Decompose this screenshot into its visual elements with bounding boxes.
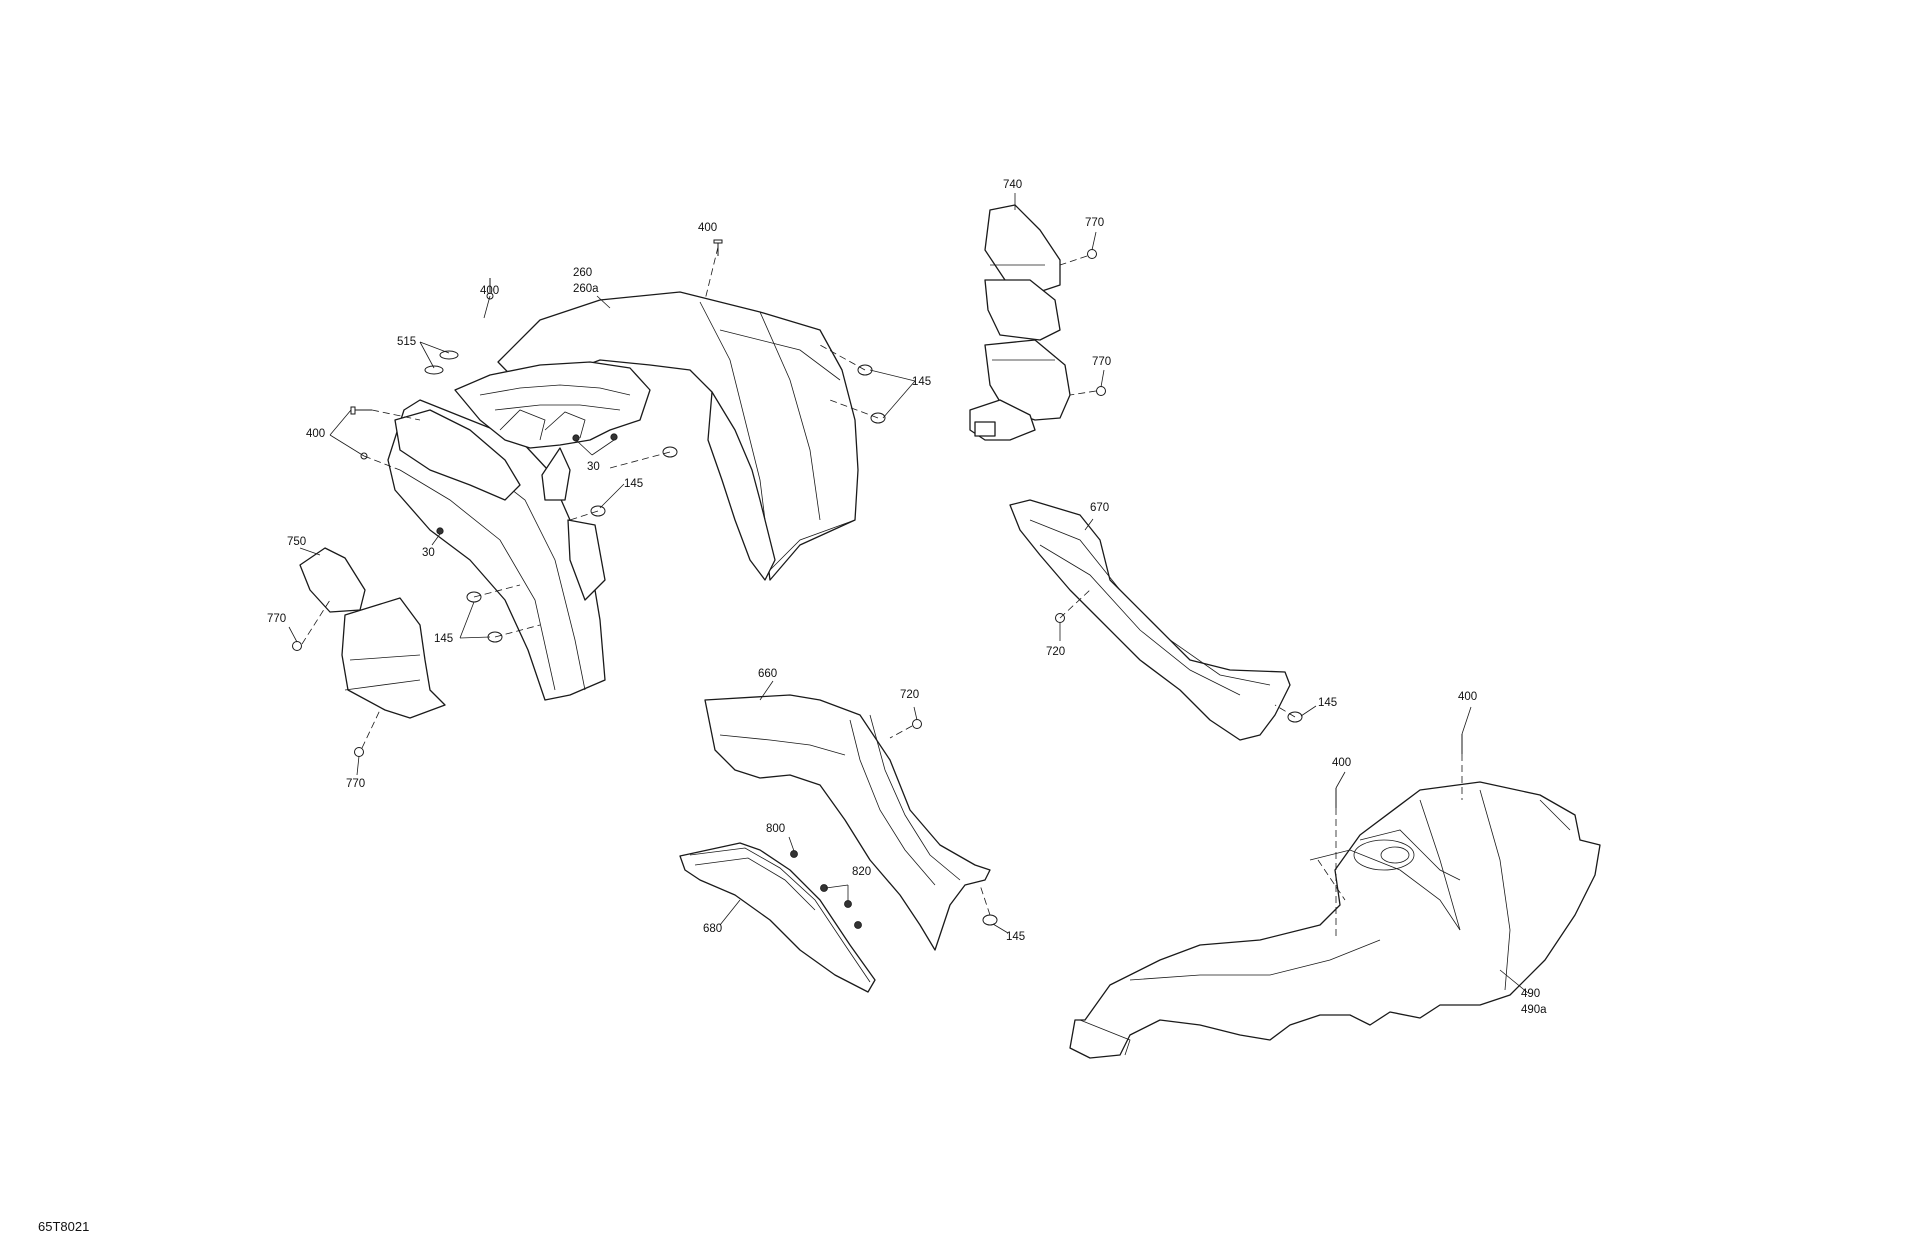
- callout-720-right: 720: [1046, 646, 1065, 658]
- side-panel-670: [1009, 499, 1303, 741]
- callout-400-console: 400: [1332, 757, 1351, 769]
- callout-400-left: 400: [306, 428, 325, 440]
- callout-820: 820: [852, 866, 871, 878]
- callout-770-right: 770: [1092, 356, 1111, 368]
- callout-770-top: 770: [1085, 217, 1104, 229]
- callout-400-mid: 400: [480, 285, 499, 297]
- side-panel-660: [704, 694, 998, 951]
- callout-490a: 490a: [1521, 1004, 1547, 1016]
- callout-400-far-right: 400: [1458, 691, 1477, 703]
- callout-145-mid: 145: [624, 478, 643, 490]
- callout-30-a: 30: [587, 461, 600, 473]
- callout-490: 490: [1521, 988, 1540, 1000]
- deflector-740: [969, 204, 1106, 441]
- callout-800: 800: [766, 823, 785, 835]
- callout-30-b: 30: [422, 547, 435, 559]
- console-490: [1069, 734, 1601, 1059]
- callout-740: 740: [1003, 179, 1022, 191]
- callout-515: 515: [397, 336, 416, 348]
- callout-770-left: 770: [267, 613, 286, 625]
- callout-720-center: 720: [900, 689, 919, 701]
- callout-400-top: 400: [698, 222, 717, 234]
- callout-labels: 400 260 260a 400 515 400 30 30 145 145 1…: [267, 179, 1547, 1016]
- callout-260a: 260a: [573, 283, 599, 295]
- callout-145-670: 145: [1318, 697, 1337, 709]
- callout-750: 750: [287, 536, 306, 548]
- callout-670: 670: [1090, 502, 1109, 514]
- leader-lines: [288, 193, 1529, 994]
- callout-145-660: 145: [1006, 931, 1025, 943]
- callout-260: 260: [573, 267, 592, 279]
- callout-680: 680: [703, 923, 722, 935]
- callout-660: 660: [758, 668, 777, 680]
- callout-770-bottom: 770: [346, 778, 365, 790]
- callout-145-low: 145: [434, 633, 453, 645]
- reference-code: 65T8021: [38, 1219, 89, 1234]
- callout-145-right: 145: [912, 376, 931, 388]
- panel-680: [679, 842, 876, 993]
- front-fender-260: [350, 239, 886, 701]
- deflector-750: [292, 547, 446, 757]
